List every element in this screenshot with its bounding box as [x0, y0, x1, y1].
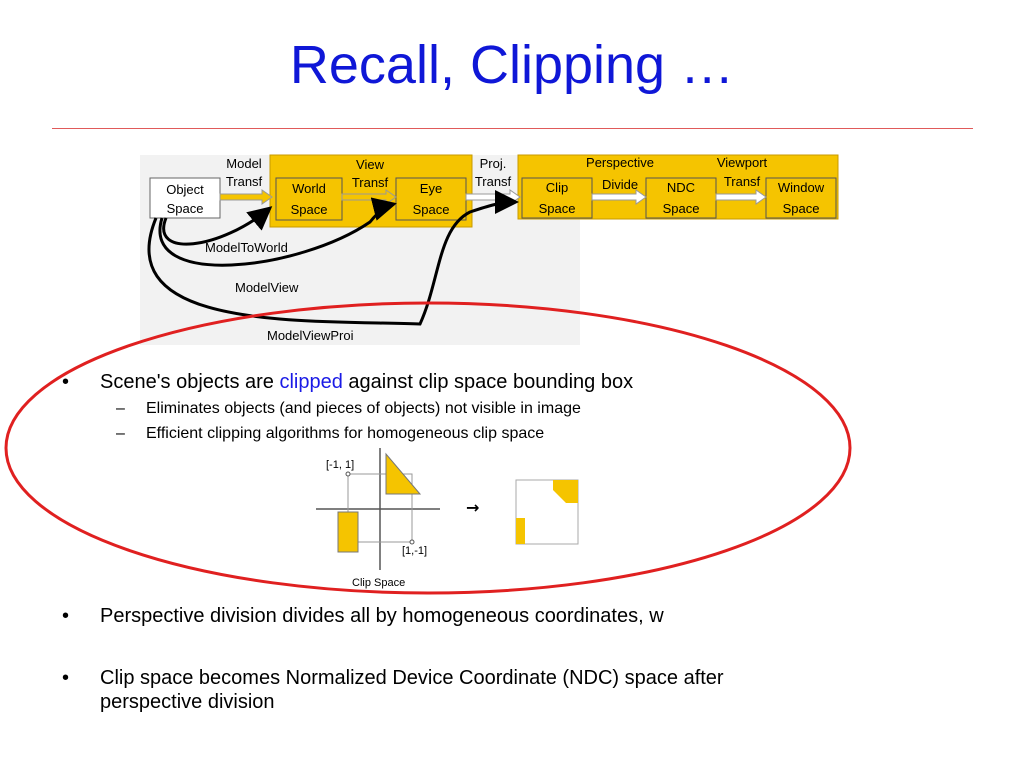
model-transf-label-2: Transf — [226, 174, 263, 189]
clip-bounding-box — [347, 473, 413, 543]
title-divider — [52, 128, 973, 129]
bullet-1-suffix: against clip space bounding box — [342, 371, 634, 393]
slide-title: Recall, Clipping … — [289, 35, 735, 95]
sub-bullet-2: Efficient clipping algorithms for homoge… — [146, 425, 545, 442]
bullet-3-line-2: perspective division — [100, 691, 275, 713]
ndc-space-label-1: NDC — [667, 180, 695, 195]
bullet-1-prefix: Scene's objects are — [100, 371, 280, 393]
modelviewproj-label: ModelViewProi — [267, 328, 354, 343]
sub-bullet-marker-2: – — [116, 425, 125, 442]
modelview-arrow — [158, 197, 397, 267]
clip-corner-bottom-right: [1,-1] — [402, 545, 427, 557]
window-space-label-1: Window — [778, 180, 825, 195]
bullet-marker-3: • — [62, 667, 70, 689]
object-space-box — [149, 177, 221, 219]
eye-space-label-2: Space — [413, 202, 450, 217]
world-space-label-1: World — [292, 181, 326, 196]
clipped-triangle-piece — [553, 480, 578, 503]
clip-corner-top-left: [-1, 1] — [326, 459, 354, 471]
perspective-divide-label-2: Divide — [602, 177, 638, 192]
clip-corner-marker-br — [409, 539, 415, 545]
object-space-label-2: Space — [167, 201, 204, 216]
perspective-divide-label-1: Perspective — [586, 155, 654, 170]
proj-transf-label-2: Transf — [475, 174, 512, 189]
viewport-transf-label-2: Transf — [724, 174, 761, 189]
modelviewproj-arrow — [147, 190, 519, 326]
view-transf-label-1: View — [356, 157, 385, 172]
window-space-box — [765, 177, 837, 219]
bullet-1-text: Scene's objects are clipped against clip… — [100, 370, 633, 394]
clip-corner-marker-tl — [345, 471, 351, 477]
bullet-marker-1: • — [62, 371, 70, 393]
clip-space-caption: Clip Space — [352, 577, 405, 589]
bullet-3-line-1: Clip space becomes Normalized Device Coo… — [100, 667, 724, 689]
emphasis-ellipse — [4, 301, 852, 595]
window-space-label-2: Space — [783, 201, 820, 216]
sub-bullet-1: Eliminates objects (and pieces of object… — [146, 400, 581, 417]
clipped-rect-piece — [516, 518, 525, 544]
composite-arrows — [147, 190, 519, 326]
ndc-space-label-2: Space — [663, 201, 700, 216]
model-transf-label-1: Model — [226, 156, 262, 171]
model-to-world-arrow — [162, 206, 273, 246]
clip-space-figure: [-1, 1] [1,-1] Clip Space → — [316, 448, 579, 589]
object-space-label-1: Object — [166, 182, 204, 197]
clip-space-label-2: Space — [539, 201, 576, 216]
view-transf-label-2: Transf — [352, 175, 389, 190]
proj-transf-label-1: Proj. — [480, 156, 507, 171]
clip-arrow: → — [466, 498, 479, 517]
sub-bullet-marker-1: – — [116, 400, 125, 417]
clip-space-box — [521, 177, 593, 219]
bullet-marker-2: • — [62, 605, 70, 627]
world-space-label-2: Space — [291, 202, 328, 217]
eye-space-label-1: Eye — [420, 181, 442, 196]
bullet-1-highlight: clipped — [279, 371, 343, 393]
modelview-label: ModelView — [235, 280, 299, 295]
clip-triangle-object — [385, 452, 422, 495]
clip-rect-object — [337, 511, 359, 553]
viewport-transf-label-1: Viewport — [717, 155, 768, 170]
bullet-2-text: Perspective division divides all by homo… — [100, 605, 664, 627]
ndc-space-box — [645, 177, 717, 219]
eye-space-box — [395, 177, 467, 221]
model-to-world-label: ModelToWorld — [205, 240, 288, 255]
clip-space-label-1: Clip — [546, 180, 568, 195]
